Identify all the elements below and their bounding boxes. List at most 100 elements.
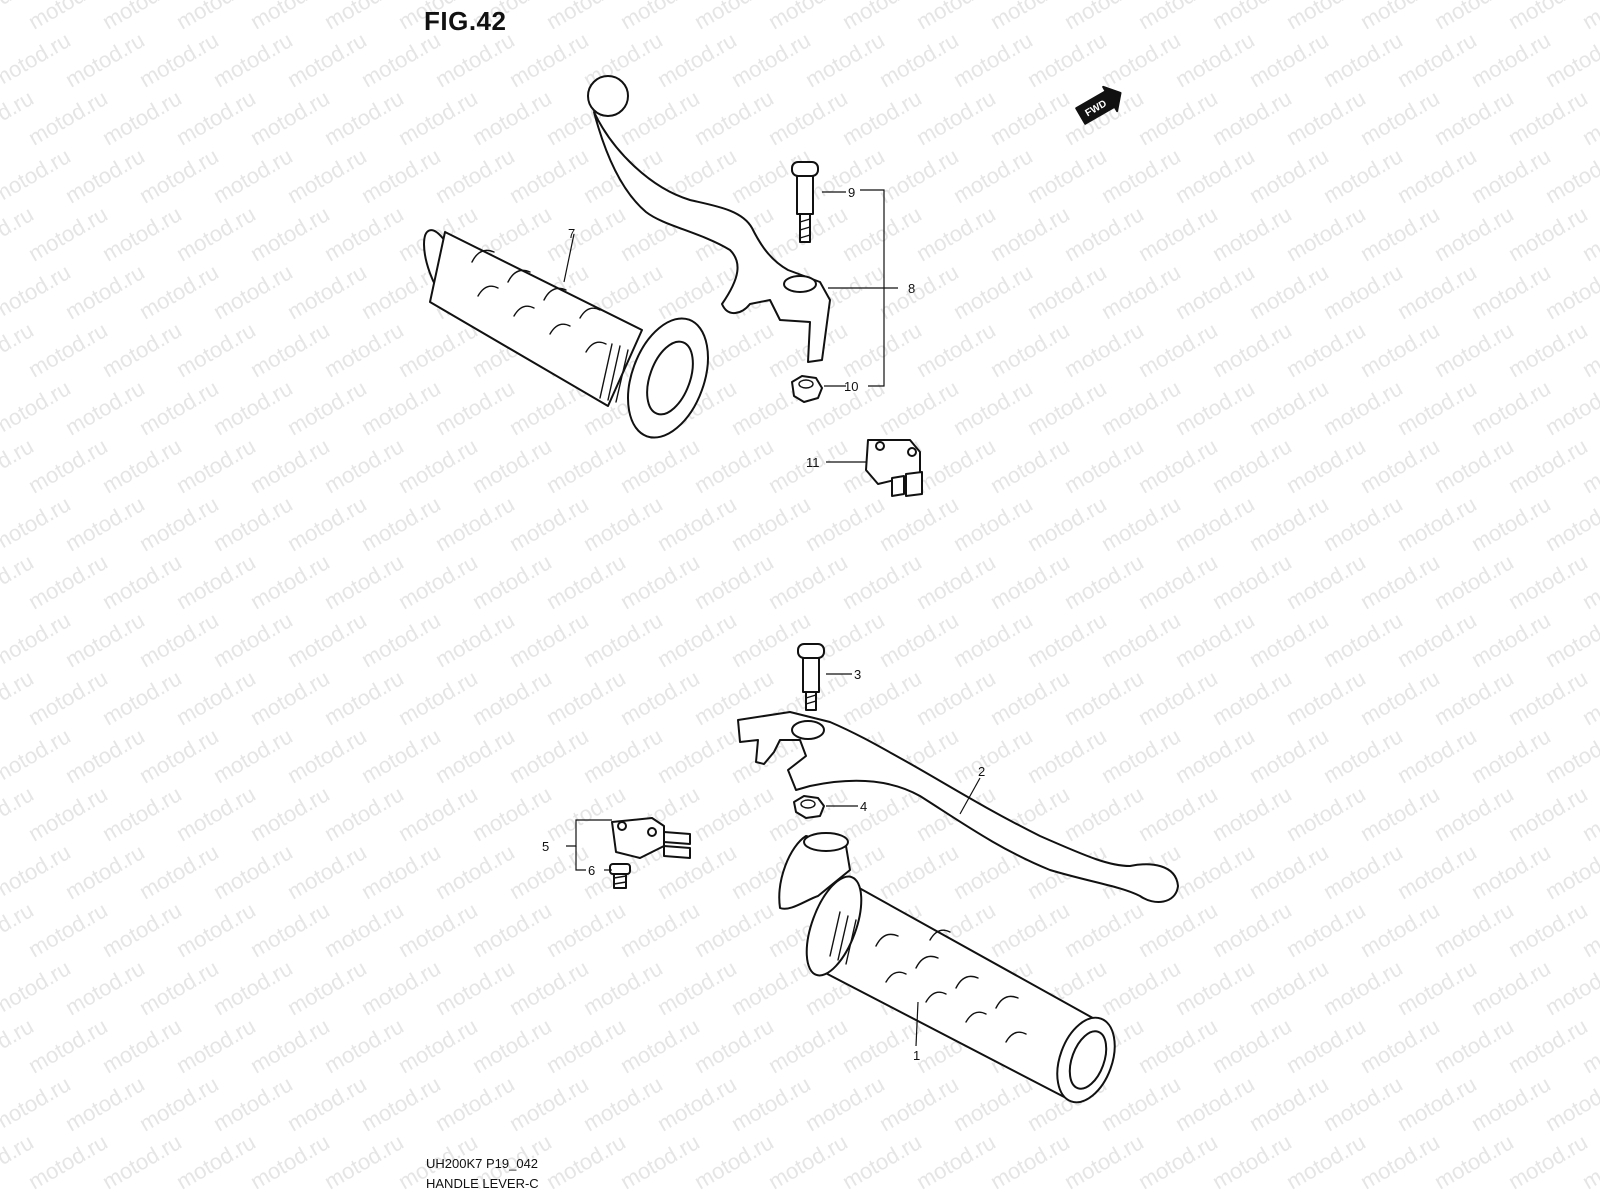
- watermark-text: motod.ru: [838, 85, 926, 150]
- watermark-text: motod.ru: [1467, 491, 1555, 556]
- section-name: HANDLE LEVER-C: [426, 1176, 539, 1191]
- watermark-text: motod.ru: [505, 1071, 593, 1136]
- watermark-text: motod.ru: [246, 85, 334, 150]
- watermark-text: motod.ru: [172, 0, 260, 34]
- watermark-text: motod.ru: [838, 201, 926, 266]
- watermark-text: motod.ru: [1430, 1129, 1518, 1194]
- watermark-text: motod.ru: [320, 0, 408, 34]
- watermark-text: motod.ru: [1245, 607, 1333, 672]
- watermark-text: motod.ru: [1245, 723, 1333, 788]
- watermark-text: motod.ru: [1467, 1071, 1555, 1136]
- watermark-text: motod.ru: [0, 723, 75, 788]
- watermark-text: motod.ru: [61, 723, 149, 788]
- watermark-text: motod.ru: [949, 27, 1037, 92]
- watermark-text: motod.ru: [320, 665, 408, 730]
- watermark-text: motod.ru: [61, 375, 149, 440]
- watermark-text: motod.ru: [283, 259, 371, 324]
- watermark-text: motod.ru: [1504, 781, 1592, 846]
- watermark-text: motod.ru: [1282, 549, 1370, 614]
- watermark-text: motod.ru: [1504, 1129, 1592, 1194]
- watermark-text: motod.ru: [98, 1013, 186, 1078]
- watermark-text: motod.ru: [24, 0, 112, 34]
- watermark-text: motod.ru: [1319, 491, 1407, 556]
- watermark-text: motod.ru: [172, 433, 260, 498]
- watermark-text: motod.ru: [579, 955, 667, 1020]
- watermark-text: motod.ru: [1023, 491, 1111, 556]
- watermark-text: motod.ru: [61, 491, 149, 556]
- watermark-text: motod.ru: [801, 27, 889, 92]
- watermark-text: motod.ru: [1097, 1071, 1185, 1136]
- watermark-text: motod.ru: [357, 839, 445, 904]
- watermark-text: motod.ru: [1578, 0, 1600, 34]
- watermark-text: motod.ru: [1134, 1129, 1222, 1194]
- watermark-text: motod.ru: [505, 143, 593, 208]
- watermark-text: motod.ru: [98, 665, 186, 730]
- callouts: 1 2 3 4 5 6 7 8 9 10 11: [542, 185, 985, 1063]
- watermark-text: motod.ru: [283, 839, 371, 904]
- watermark-text: motod.ru: [394, 665, 482, 730]
- watermark-text: motod.ru: [542, 665, 630, 730]
- watermark-text: motod.ru: [875, 491, 963, 556]
- watermark-text: motod.ru: [209, 143, 297, 208]
- watermark-text: motod.ru: [579, 1071, 667, 1136]
- watermark-text: motod.ru: [1134, 897, 1222, 962]
- watermark-text: motod.ru: [24, 781, 112, 846]
- watermark-text: motod.ru: [949, 607, 1037, 672]
- watermark-text: motod.ru: [1504, 0, 1592, 34]
- watermark-text: motod.ru: [1430, 1013, 1518, 1078]
- watermark-text: motod.ru: [1467, 27, 1555, 92]
- watermark-text: motod.ru: [431, 143, 519, 208]
- watermark-text: motod.ru: [1134, 0, 1222, 34]
- watermark-text: motod.ru: [727, 955, 815, 1020]
- watermark-text: motod.ru: [579, 607, 667, 672]
- watermark-text: motod.ru: [912, 0, 1000, 34]
- watermark-text: motod.ru: [949, 375, 1037, 440]
- watermark-text: motod.ru: [1393, 491, 1481, 556]
- watermark-text: motod.ru: [1097, 491, 1185, 556]
- watermark-text: motod.ru: [172, 1013, 260, 1078]
- watermark-text: motod.ru: [1393, 607, 1481, 672]
- watermark-text: motod.ru: [949, 143, 1037, 208]
- watermark-text: motod.ru: [1171, 1071, 1259, 1136]
- watermark-text: motod.ru: [1430, 433, 1518, 498]
- watermark-text: motod.ru: [61, 27, 149, 92]
- watermark-text: motod.ru: [61, 1071, 149, 1136]
- watermark-text: motod.ru: [986, 897, 1074, 962]
- watermark-text: motod.ru: [394, 433, 482, 498]
- watermark-text: motod.ru: [1134, 433, 1222, 498]
- watermark-text: motod.ru: [875, 259, 963, 324]
- watermark-text: motod.ru: [801, 491, 889, 556]
- watermark-text: motod.ru: [431, 839, 519, 904]
- watermark-text: motod.ru: [1060, 665, 1148, 730]
- watermark-text: motod.ru: [24, 1129, 112, 1194]
- watermark-text: motod.ru: [209, 1071, 297, 1136]
- watermark-text: motod.ru: [1171, 375, 1259, 440]
- watermark-text: motod.ru: [1134, 665, 1222, 730]
- watermark-text: motod.ru: [283, 1071, 371, 1136]
- watermark-text: motod.ru: [1134, 549, 1222, 614]
- watermark-text: motod.ru: [838, 665, 926, 730]
- watermark-text: motod.ru: [468, 1013, 556, 1078]
- watermark-text: motod.ru: [468, 897, 556, 962]
- watermark-text: motod.ru: [431, 491, 519, 556]
- watermark-text: motod.ru: [1208, 85, 1296, 150]
- watermark-text: motod.ru: [1467, 723, 1555, 788]
- callout-10: 10: [844, 379, 858, 394]
- watermark-text: motod.ru: [1097, 607, 1185, 672]
- watermark-text: motod.ru: [1319, 607, 1407, 672]
- watermark-text: motod.ru: [1393, 723, 1481, 788]
- watermark-text: motod.ru: [172, 549, 260, 614]
- watermark-text: motod.ru: [1097, 27, 1185, 92]
- watermark-text: motod.ru: [1430, 549, 1518, 614]
- watermark-text: motod.ru: [1060, 0, 1148, 34]
- watermark-text: motod.ru: [1282, 665, 1370, 730]
- watermark-text: motod.ru: [1245, 143, 1333, 208]
- watermark-text: motod.ru: [1504, 1013, 1592, 1078]
- watermark-text: motod.ru: [135, 839, 223, 904]
- watermark-text: motod.ru: [98, 0, 186, 34]
- callout-9: 9: [848, 185, 855, 200]
- watermark-text: motod.ru: [1171, 955, 1259, 1020]
- watermark-text: motod.ru: [1023, 375, 1111, 440]
- watermark-text: motod.ru: [838, 1129, 926, 1194]
- watermark-text: motod.ru: [172, 781, 260, 846]
